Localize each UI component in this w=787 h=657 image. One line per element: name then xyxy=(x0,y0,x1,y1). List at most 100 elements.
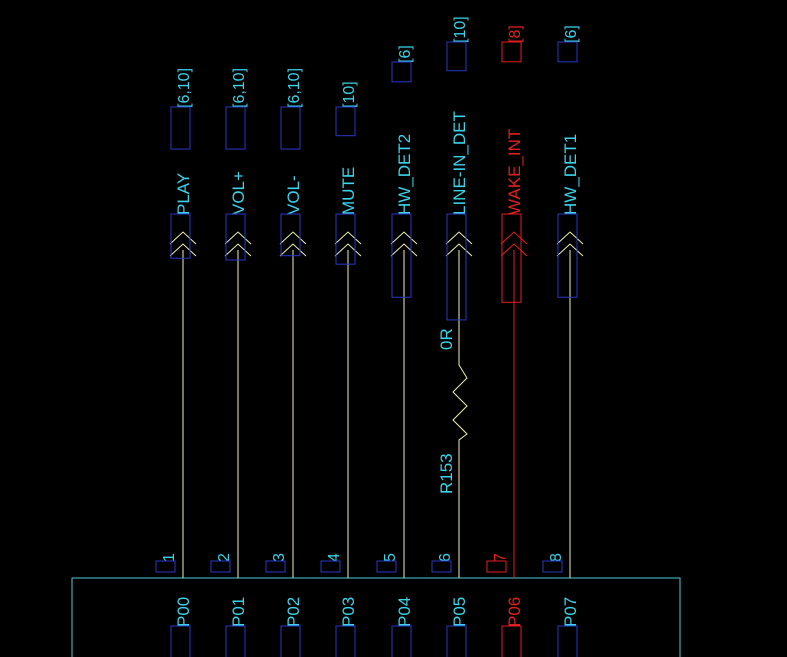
port-name-group: P00 xyxy=(170,597,193,657)
offpage-connector-icon xyxy=(334,243,362,257)
port-name-group: P05 xyxy=(446,597,469,657)
port-name-box xyxy=(501,625,522,657)
port-name-group: P02 xyxy=(280,597,303,657)
pin-number-group: 5 xyxy=(376,553,399,573)
net-ref: [10] xyxy=(341,81,358,108)
port-name-box xyxy=(391,625,412,657)
net-label: WAKE_INT xyxy=(505,129,524,215)
port-name: P05 xyxy=(450,597,469,627)
port-name: P07 xyxy=(561,597,580,627)
net-label-group: VOL+ xyxy=(225,171,248,261)
pin-number-box xyxy=(210,560,231,573)
port-name-box xyxy=(557,625,578,657)
net-label-box xyxy=(225,213,246,261)
net-ref-box xyxy=(557,41,578,63)
net-ref-box xyxy=(446,41,467,72)
offpage-connector-icon xyxy=(334,231,362,245)
pin-number: 1 xyxy=(161,553,178,562)
pin-number-group: 3 xyxy=(265,553,288,573)
net-ref-box xyxy=(170,106,191,150)
net-label-group: VOL- xyxy=(280,175,303,257)
offpage-connector-icon xyxy=(279,243,307,257)
pin-number: 4 xyxy=(326,553,343,562)
port-name-box xyxy=(446,625,467,657)
port-name-box xyxy=(280,625,301,657)
port-name-group: P07 xyxy=(557,597,580,657)
port-name-box xyxy=(335,625,356,657)
offpage-connector-icon xyxy=(169,231,197,245)
offpage-connector-icon xyxy=(279,231,307,245)
net-ref: [8] xyxy=(507,25,524,43)
net-label-box xyxy=(170,213,191,259)
pin-number-box xyxy=(542,560,563,573)
net-label: HW_DET2 xyxy=(395,134,414,215)
pin-number: 2 xyxy=(216,553,233,562)
net-label: VOL- xyxy=(284,175,303,215)
pin-number: 8 xyxy=(548,553,565,562)
pin-number-box xyxy=(431,560,452,573)
net-label-box xyxy=(501,213,522,303)
pin-number: 5 xyxy=(382,553,399,562)
pin-number: 7 xyxy=(492,553,509,562)
net-ref-group: [6,10] xyxy=(225,68,248,150)
net-label: LINE-IN_DET xyxy=(450,111,469,215)
pin-number-box xyxy=(320,560,341,573)
net-label: MUTE xyxy=(339,167,358,215)
port-name-group: P06 xyxy=(501,597,524,657)
port-name: P04 xyxy=(395,597,414,627)
port-name-box xyxy=(225,625,246,657)
net-ref-box xyxy=(335,106,356,137)
offpage-connector-icon xyxy=(224,243,252,257)
offpage-connector-icon xyxy=(169,243,197,257)
net-ref-group: [6,10] xyxy=(170,68,193,150)
net-label-group: MUTE xyxy=(335,167,358,265)
net-label-box xyxy=(391,213,412,298)
net-ref-box xyxy=(501,41,522,63)
net-ref-box xyxy=(225,106,246,150)
net-ref: [6,10] xyxy=(231,68,248,108)
net-label-box xyxy=(280,213,301,257)
offpage-connector-icon xyxy=(556,231,584,245)
nets-layer: PLAY[6,10]1P00VOL+[6,10]2P01VOL-[6,10]3P… xyxy=(155,16,584,657)
net-ref: [10] xyxy=(452,16,469,43)
port-name-group: P03 xyxy=(335,597,358,657)
net-label: PLAY xyxy=(174,173,193,215)
net-ref-box xyxy=(280,106,301,150)
resistor-designator: R153 xyxy=(437,453,456,494)
pin-number: 6 xyxy=(437,553,454,562)
net-ref-group: [10] xyxy=(335,81,358,137)
offpage-connector-icon xyxy=(390,231,418,245)
resistor-r153[interactable]: R153 0R xyxy=(437,328,468,494)
offpage-connector-icon xyxy=(500,231,528,245)
offpage-connector-icon xyxy=(224,231,252,245)
net-ref: [6] xyxy=(563,25,580,43)
offpage-connector-icon xyxy=(500,243,528,257)
net-ref-group: [6] xyxy=(557,25,580,63)
resistor-value: 0R xyxy=(437,328,456,350)
port-name-group: P01 xyxy=(225,597,248,657)
net-label-box xyxy=(446,213,467,321)
pin-number-box xyxy=(376,560,397,573)
net-label-group: HW_DET2 xyxy=(391,134,414,298)
resistor-zigzag xyxy=(452,355,468,445)
pin-number-box xyxy=(155,560,176,573)
pin-number-group: 2 xyxy=(210,553,233,573)
pin-number-group: 6 xyxy=(431,553,454,573)
net-ref: [6,10] xyxy=(286,68,303,108)
offpage-connector-icon xyxy=(390,243,418,257)
net-ref: [6] xyxy=(397,45,414,63)
net-label: VOL+ xyxy=(229,171,248,215)
pin-number-box xyxy=(265,560,286,573)
net-label-group: LINE-IN_DET xyxy=(446,111,469,321)
net-ref-group: [10] xyxy=(446,16,469,72)
offpage-connector-icon xyxy=(445,243,473,257)
